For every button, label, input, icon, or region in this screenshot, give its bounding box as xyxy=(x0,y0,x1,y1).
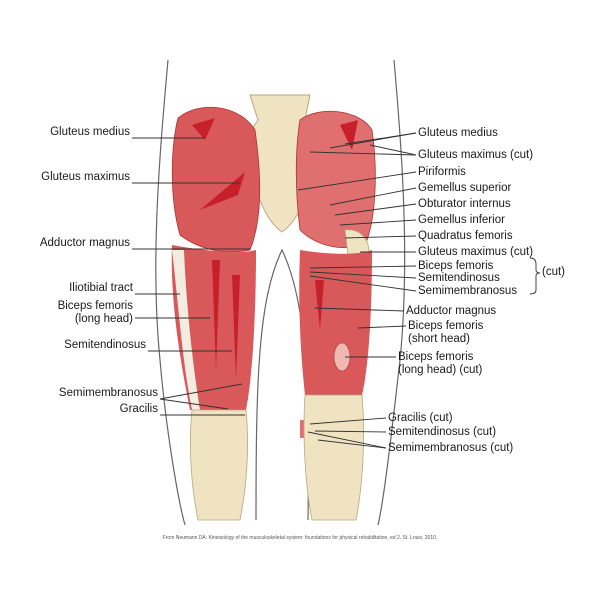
label-quadratus-femoris: Quadratus femoris xyxy=(418,230,513,242)
label-semitendinosus-cut: Semitendinosus (cut) xyxy=(388,426,497,438)
label-cut-bracket: (cut) xyxy=(542,266,565,278)
left-gluteus-maximus xyxy=(171,106,261,253)
right-adductor-arrow xyxy=(315,280,324,330)
body-outline-right xyxy=(377,59,406,526)
left-iliotibial-tract xyxy=(172,250,200,410)
label-gracilis-left: Gracilis xyxy=(119,403,158,415)
right-knee xyxy=(303,394,364,521)
left-knee xyxy=(189,409,249,521)
left-gluteus-medius-arrow xyxy=(192,118,215,140)
label-piriformis: Piriformis xyxy=(418,166,466,178)
cut-bracket xyxy=(529,257,541,295)
label-obturator-internus: Obturator internus xyxy=(418,198,511,210)
label-semitendinosus-left: Semitendinosus xyxy=(64,339,146,351)
label-gluteus-medius-right: Gluteus medius xyxy=(418,127,498,139)
label-semimembranosus-right: Semimembranosus xyxy=(418,285,518,297)
label-biceps-femoris-long-cut: Biceps femoris xyxy=(398,351,474,363)
leader-lines-right xyxy=(297,132,417,449)
left-semitendinosus-arrow xyxy=(232,275,240,380)
label-gracilis-cut: Gracilis (cut) xyxy=(388,412,453,424)
label-gluteus-maximus-left: Gluteus maximus xyxy=(41,171,130,183)
label-short-head: (short head) xyxy=(408,333,471,345)
label-gluteus-maximus-cut-1: Gluteus maximus (cut) xyxy=(418,149,534,161)
left-gluteus-maximus-arrow xyxy=(200,172,245,210)
label-adductor-magnus-right: Adductor magnus xyxy=(406,305,497,317)
label-biceps-long-head-left: (long head) xyxy=(74,313,133,325)
label-long-head-cut: (long head) (cut) xyxy=(398,364,483,376)
label-gemellus-inferior: Gemellus inferior xyxy=(418,214,505,226)
label-semimembranosus-cut: Semimembranosus (cut) xyxy=(388,442,514,454)
label-adductor-magnus-left: Adductor magnus xyxy=(39,237,130,249)
body-outline-left xyxy=(155,59,186,526)
label-gluteus-medius-left: Gluteus medius xyxy=(50,126,130,138)
figure-caption: From Neumann DA: Kinesiology of the musc… xyxy=(162,535,438,541)
leader-lines-left xyxy=(132,137,250,416)
label-semitendinosus-right: Semitendinosus xyxy=(418,272,500,284)
label-gluteus-maximus-cut-2: Gluteus maximus (cut) xyxy=(418,246,534,258)
label-iliotibial-tract: Iliotibial tract xyxy=(69,282,133,294)
label-biceps-femoris-left: Biceps femoris xyxy=(57,300,133,312)
label-semimembranosus-left: Semimembranosus xyxy=(58,387,158,399)
right-deep-hip-muscles xyxy=(295,110,376,249)
left-biceps-arrow xyxy=(212,260,220,370)
label-biceps-femoris-right: Biceps femoris xyxy=(418,260,494,272)
label-gemellus-superior: Gemellus superior xyxy=(418,182,512,194)
label-biceps-femoris-short: Biceps femoris xyxy=(408,320,484,332)
